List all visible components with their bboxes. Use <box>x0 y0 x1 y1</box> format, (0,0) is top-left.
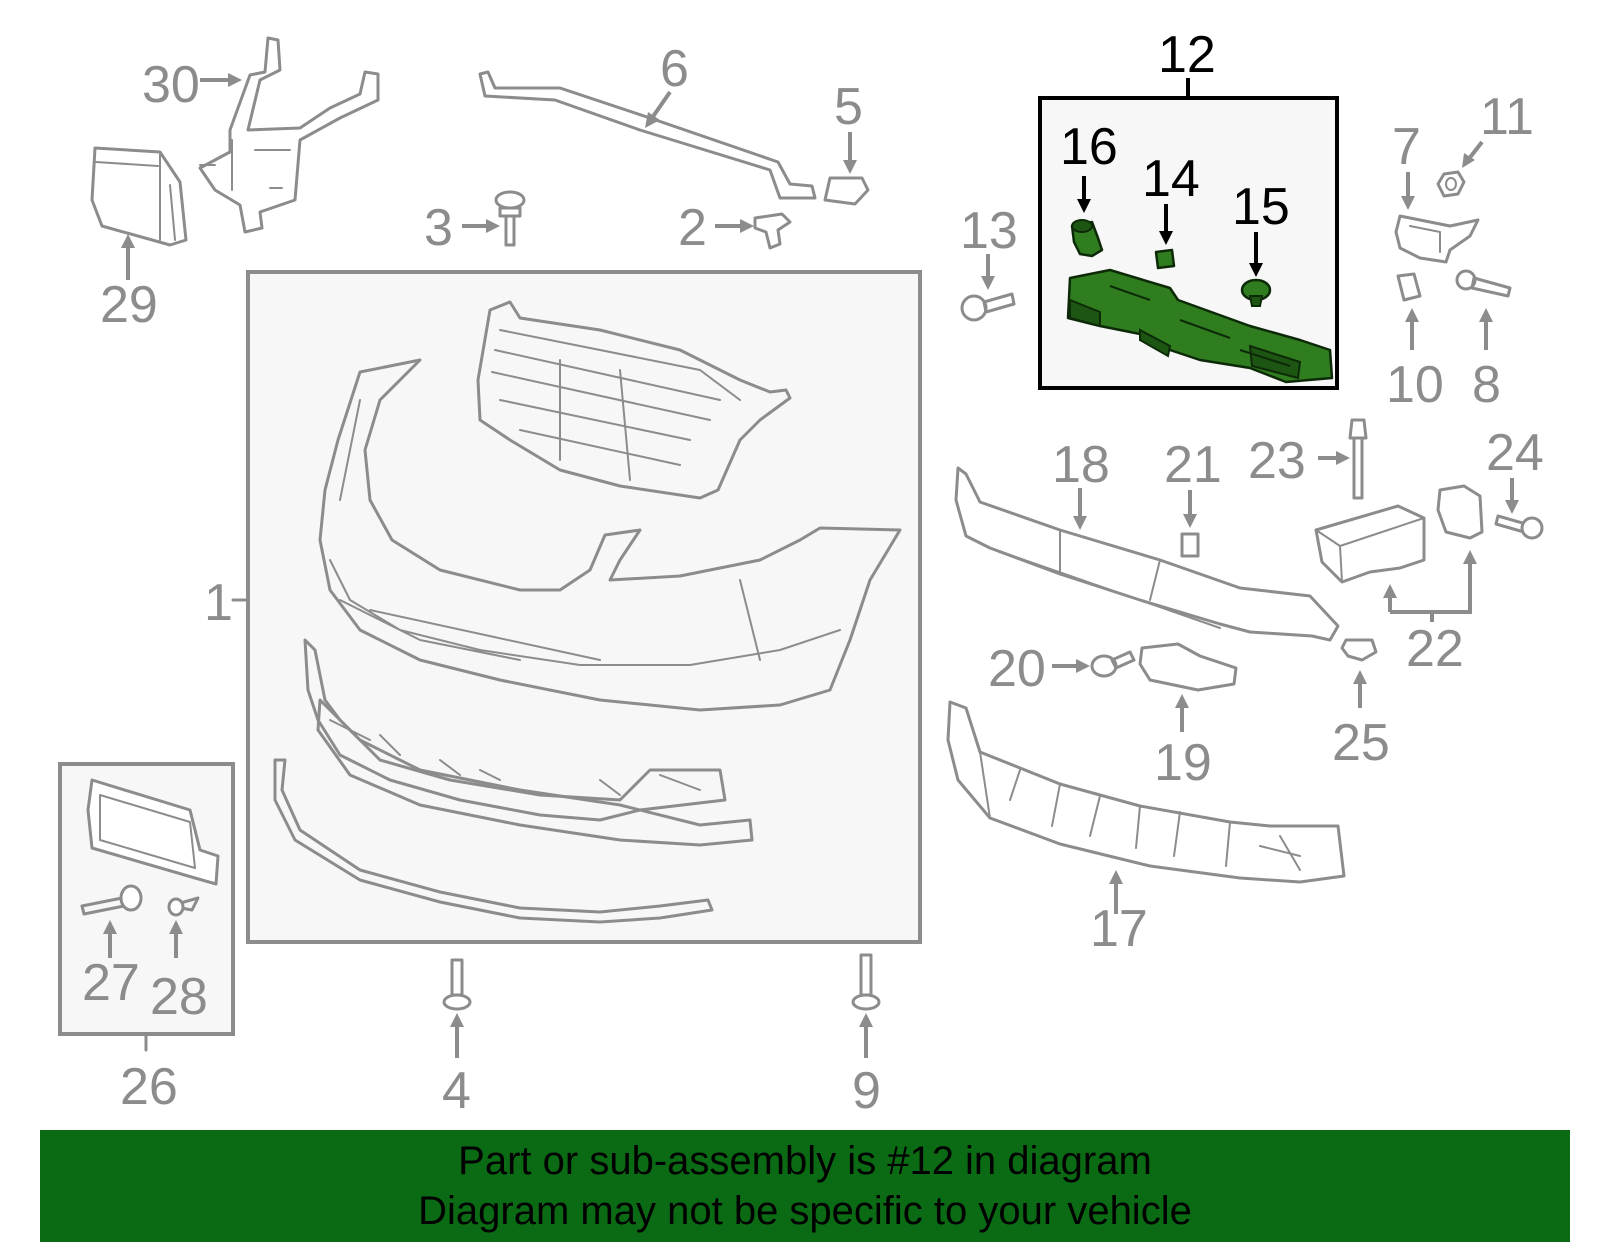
part-12-deflector-highlighted <box>1066 268 1334 384</box>
part-19-bracket <box>1138 642 1238 692</box>
callout-9: 9 <box>852 1062 881 1120</box>
arrow-19 <box>1175 694 1189 732</box>
callout-8: 8 <box>1472 356 1501 414</box>
callout-10: 10 <box>1386 356 1444 414</box>
arrow-9 <box>859 1013 873 1058</box>
callout-12: 12 <box>1158 26 1216 84</box>
part-13-bolt <box>960 292 1016 322</box>
part-5-pad <box>823 176 870 206</box>
arrow-25 <box>1353 670 1367 708</box>
part-25-push-clip <box>1340 638 1378 662</box>
arrow-27 <box>103 920 117 958</box>
part-26-license-bracket <box>86 778 220 886</box>
arrow-30 <box>200 73 242 87</box>
callout-3: 3 <box>424 199 453 257</box>
callout-23: 23 <box>1248 432 1306 490</box>
part-21-clip <box>1180 532 1200 558</box>
part-6-upper-rail <box>478 70 817 200</box>
part-28-clip <box>167 896 200 917</box>
callout-19: 19 <box>1154 734 1212 792</box>
callout-26: 26 <box>120 1058 178 1116</box>
part-16-sensor <box>1070 219 1104 258</box>
part-7-bracket <box>1394 214 1480 264</box>
callout-5: 5 <box>834 78 863 136</box>
callout-29: 29 <box>100 276 158 334</box>
part-1-grille <box>476 300 792 500</box>
arrow-15 <box>1249 232 1263 277</box>
part-1-bumper-cover <box>318 358 902 712</box>
arrow-10 <box>1405 308 1419 350</box>
callout-22: 22 <box>1406 620 1464 678</box>
callout-30: 30 <box>142 56 200 114</box>
arrow-21 <box>1183 490 1197 528</box>
callout-2: 2 <box>678 199 707 257</box>
arrow-17 <box>1109 870 1123 914</box>
callout-20: 20 <box>988 640 1046 698</box>
arrow-29 <box>121 234 135 280</box>
arrow-23 <box>1318 451 1350 465</box>
part-11-nut <box>1436 170 1466 198</box>
arrow-2 <box>715 219 754 233</box>
arrow-18 <box>1073 488 1087 530</box>
arrow-20 <box>1052 659 1090 673</box>
part-8-bolt <box>1455 269 1512 298</box>
arrow-14 <box>1159 204 1173 245</box>
part-23-long-bolt <box>1348 418 1368 500</box>
callout-13: 13 <box>960 202 1018 260</box>
callout-4: 4 <box>442 1062 471 1120</box>
callout-15: 15 <box>1232 178 1290 236</box>
banner-line-1: Part or sub-assembly is #12 in diagram <box>458 1139 1152 1183</box>
callout-28: 28 <box>150 968 208 1026</box>
part-29-sensor-module <box>90 146 188 247</box>
arrow-11 <box>1462 140 1484 168</box>
callout-18: 18 <box>1052 436 1110 494</box>
arrow-16 <box>1077 176 1091 213</box>
part-1-lip-trim <box>273 758 714 924</box>
arrow-4 <box>450 1013 464 1058</box>
arrow-8 <box>1479 308 1493 350</box>
arrow-24 <box>1505 478 1519 514</box>
part-1-lower-grille <box>303 638 754 847</box>
part-18-impact-bar <box>954 466 1340 642</box>
callout-16: 16 <box>1060 118 1118 176</box>
part-4-bolt <box>442 958 472 1011</box>
part-14-clip <box>1154 248 1176 270</box>
part-22-absorber-right <box>1436 484 1484 540</box>
callout-27: 27 <box>82 954 140 1012</box>
part-20-bolt <box>1090 650 1136 678</box>
arrow-7 <box>1401 172 1415 210</box>
part-9-bolt <box>851 953 881 1011</box>
arrow-22 <box>1383 550 1477 622</box>
callout-11: 11 <box>1480 88 1534 146</box>
callout-21: 21 <box>1164 436 1222 494</box>
arrow-28 <box>169 920 183 958</box>
part-15-fastener <box>1240 278 1272 307</box>
banner-line-2: Diagram may not be specific to your vehi… <box>418 1189 1192 1233</box>
part-17-absorber <box>946 700 1346 884</box>
callout-6: 6 <box>660 40 689 98</box>
arrow-5 <box>843 132 857 174</box>
notice-banner: Part or sub-assembly is #12 in diagram D… <box>40 1130 1570 1242</box>
part-2-clip <box>753 212 792 250</box>
arrow-3 <box>462 219 500 233</box>
part-30-bracket <box>198 36 380 234</box>
callout-1: 1 <box>204 574 233 632</box>
part-10-nut <box>1396 272 1422 302</box>
arrow-13 <box>981 254 995 290</box>
part-24-bolt <box>1494 514 1544 540</box>
part-22-absorber-left <box>1314 504 1426 584</box>
callout-17: 17 <box>1090 900 1148 958</box>
callout-25: 25 <box>1332 714 1390 772</box>
part-27-screw <box>80 884 143 916</box>
callout-7: 7 <box>1392 118 1421 176</box>
callout-24: 24 <box>1486 424 1544 482</box>
part-3-bolt <box>494 190 526 247</box>
callout-14: 14 <box>1142 150 1200 208</box>
arrow-6 <box>645 90 672 128</box>
bumper-assembly-group-box <box>246 270 922 944</box>
